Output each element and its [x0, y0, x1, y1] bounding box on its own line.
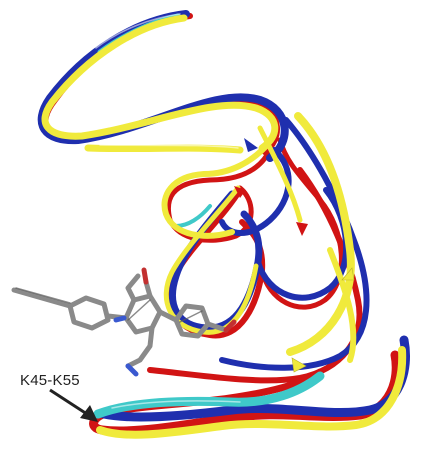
region-label-k45-k55: K45-K55 — [20, 372, 80, 389]
arrow-icon — [50, 390, 98, 422]
ribbon-cyan — [98, 16, 320, 414]
ligand-stick-model — [14, 270, 234, 374]
